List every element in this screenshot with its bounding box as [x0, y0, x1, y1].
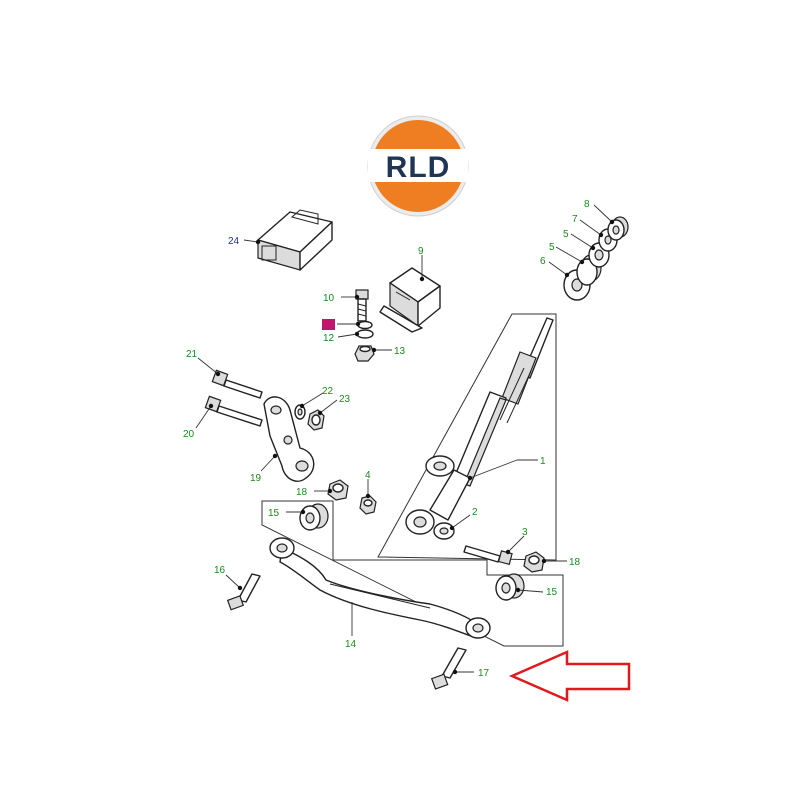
part-4-nut — [359, 495, 377, 515]
part-3-bolt — [463, 545, 513, 566]
part-1-radius-arm — [405, 317, 554, 535]
callout-4: 4 — [365, 470, 371, 481]
callout-6: 6 — [540, 256, 546, 267]
part-21-bolt — [211, 369, 263, 399]
part-19-bracket-plate — [263, 396, 315, 482]
part-8-nut — [607, 216, 629, 241]
callout-1: 1 — [540, 456, 546, 467]
callout-5-upper: 5 — [563, 229, 569, 240]
callout-11-highlight — [322, 319, 335, 330]
part-12-washer — [356, 329, 374, 339]
part-16-bolt — [226, 573, 261, 611]
part-18-nut-upper — [327, 479, 349, 501]
callout-labels: 24 9 10 11 12 13 8 7 5 5 6 21 20 22 23 1… — [183, 199, 590, 679]
part-10-bolt — [355, 289, 369, 322]
callout-21: 21 — [186, 349, 198, 360]
callout-16: 16 — [214, 565, 226, 576]
callout-24: 24 — [228, 236, 240, 247]
callout-23: 23 — [339, 394, 351, 405]
callout-7: 7 — [572, 214, 578, 225]
part-11-washer — [357, 320, 373, 330]
callout-18-lower: 18 — [569, 557, 581, 568]
leader-lines — [195, 204, 615, 675]
part-22-washer — [294, 404, 306, 420]
logo-band — [368, 149, 468, 182]
part-14-frame — [261, 500, 564, 647]
part-9-bracket — [379, 267, 441, 333]
callout-17: 17 — [478, 668, 490, 679]
logo-text: RLD — [386, 151, 451, 184]
callout-20: 20 — [183, 429, 195, 440]
callout-2: 2 — [472, 507, 478, 518]
callout-19: 19 — [250, 473, 262, 484]
part-15-bush-upper — [299, 503, 329, 531]
callout-9: 9 — [418, 246, 424, 257]
callout-13: 13 — [394, 346, 406, 357]
part-24-module — [257, 209, 333, 271]
part-2-bush — [433, 522, 455, 540]
part-18-nut-lower — [523, 551, 545, 573]
callout-22: 22 — [322, 386, 334, 397]
callout-5-lower: 5 — [549, 242, 555, 253]
part-20-bolt — [204, 395, 263, 427]
callout-10: 10 — [323, 293, 335, 304]
part-17-bolt — [430, 647, 467, 690]
callout-18-upper: 18 — [296, 487, 308, 498]
callout-11: 11 — [323, 320, 334, 331]
rld-logo: RLD — [367, 115, 469, 217]
callout-14: 14 — [345, 639, 357, 650]
part-15-bush-lower — [495, 573, 525, 601]
part-13-nut — [354, 345, 375, 362]
callout-15-lower: 15 — [546, 587, 558, 598]
callout-3: 3 — [522, 527, 528, 538]
callout-12: 12 — [323, 333, 335, 344]
part-14-link-arm — [269, 537, 491, 639]
callout-15-upper: 15 — [268, 508, 280, 519]
callout-8: 8 — [584, 199, 590, 210]
red-arrow-icon — [508, 650, 631, 702]
